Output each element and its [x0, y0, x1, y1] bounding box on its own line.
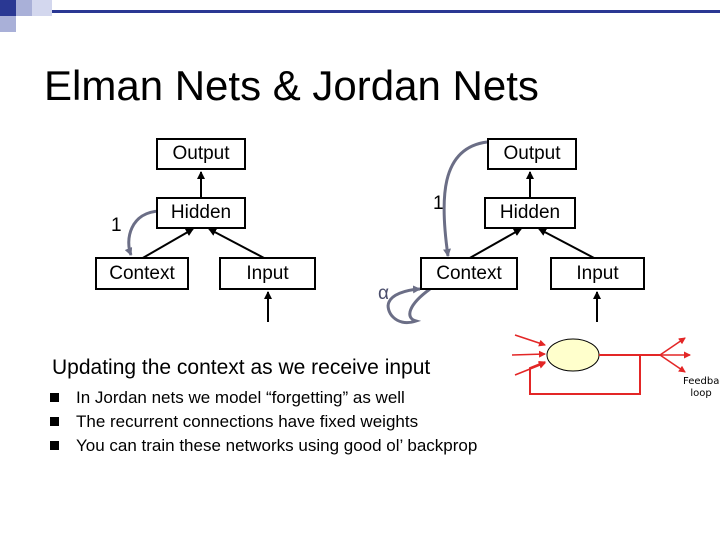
bullet-text: The recurrent connections have fixed wei…: [76, 412, 418, 431]
jordan-input-node: Input: [550, 257, 645, 290]
list-item: In Jordan nets we model “forgetting” as …: [50, 386, 477, 410]
elman-hidden-node: Hidden: [156, 197, 246, 229]
elman-input-node: Input: [219, 257, 316, 290]
feedback-loop-figure: [512, 335, 690, 394]
elman-connections: [129, 172, 268, 322]
bullet-square-icon: [50, 393, 59, 402]
elman-context-node: Context: [95, 257, 189, 290]
jordan-hidden-node: Hidden: [484, 197, 576, 229]
jordan-recurrent-weight: 1: [433, 193, 444, 215]
list-item: You can train these networks using good …: [50, 434, 477, 458]
bullet-text: You can train these networks using good …: [76, 436, 477, 455]
elman-recurrent-weight: 1: [111, 215, 122, 237]
jordan-context-node: Context: [420, 257, 518, 290]
jordan-output-node: Output: [487, 138, 577, 170]
bullet-square-icon: [50, 441, 59, 450]
section-subtitle: Updating the context as we receive input: [52, 356, 430, 380]
jordan-decay-label: α: [378, 283, 389, 305]
elman-output-node: Output: [156, 138, 246, 170]
list-item: The recurrent connections have fixed wei…: [50, 410, 477, 434]
neuron-node: [547, 339, 599, 371]
feedback-loop-text: Feedback loop: [683, 376, 719, 400]
feedback-loop-label: Feedback loop: [683, 376, 719, 400]
bullet-square-icon: [50, 417, 59, 426]
bullet-text: In Jordan nets we model “forgetting” as …: [76, 388, 405, 407]
bullet-list: In Jordan nets we model “forgetting” as …: [50, 386, 477, 458]
